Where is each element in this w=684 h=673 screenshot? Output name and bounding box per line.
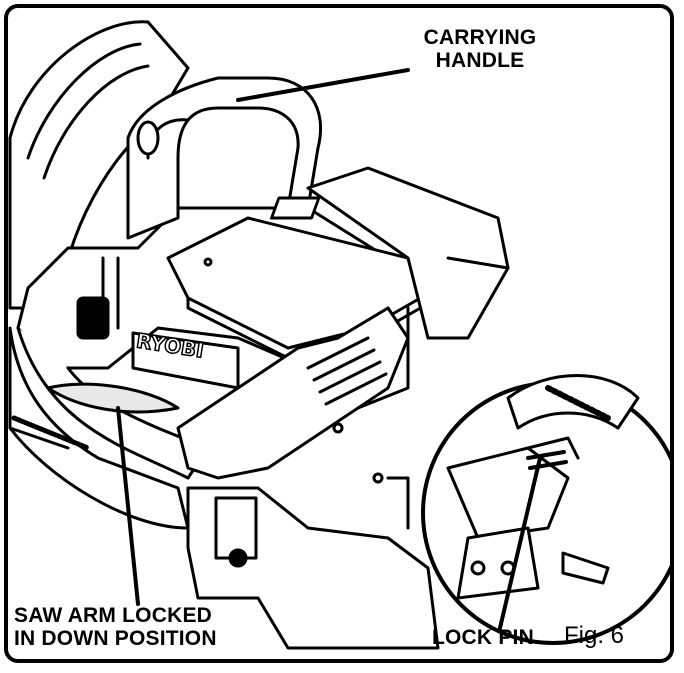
- saw-base: [186, 422, 440, 650]
- figure-number: Fig. 6: [564, 622, 625, 649]
- carrying-handle-label-line1: CARRYING: [423, 26, 537, 49]
- front-arm: [176, 306, 410, 480]
- saw-arm-label: SAW ARM LOCKED IN DOWN POSITION: [14, 604, 217, 650]
- saw-arm-label-line1: SAW ARM LOCKED: [14, 604, 213, 627]
- figure-frame: RYOBI: [4, 4, 674, 663]
- brand-plate: [131, 331, 240, 390]
- carrying-handle-label-line2: HANDLE: [435, 49, 525, 72]
- leader-lines: [116, 68, 542, 630]
- saw-arm-leader: [116, 406, 140, 606]
- saw-illustration: [8, 20, 670, 650]
- saw-arm-label-line2: IN DOWN POSITION: [14, 627, 217, 650]
- lock-pin-detail: [421, 374, 670, 645]
- carrying-handle-leader: [236, 68, 410, 102]
- lock-pin-leader: [498, 456, 542, 630]
- carrying-handle-label: CARRYING HANDLE: [402, 26, 558, 72]
- lock-pin-label: LOCK PIN: [432, 626, 534, 649]
- motor-housing: [166, 166, 510, 360]
